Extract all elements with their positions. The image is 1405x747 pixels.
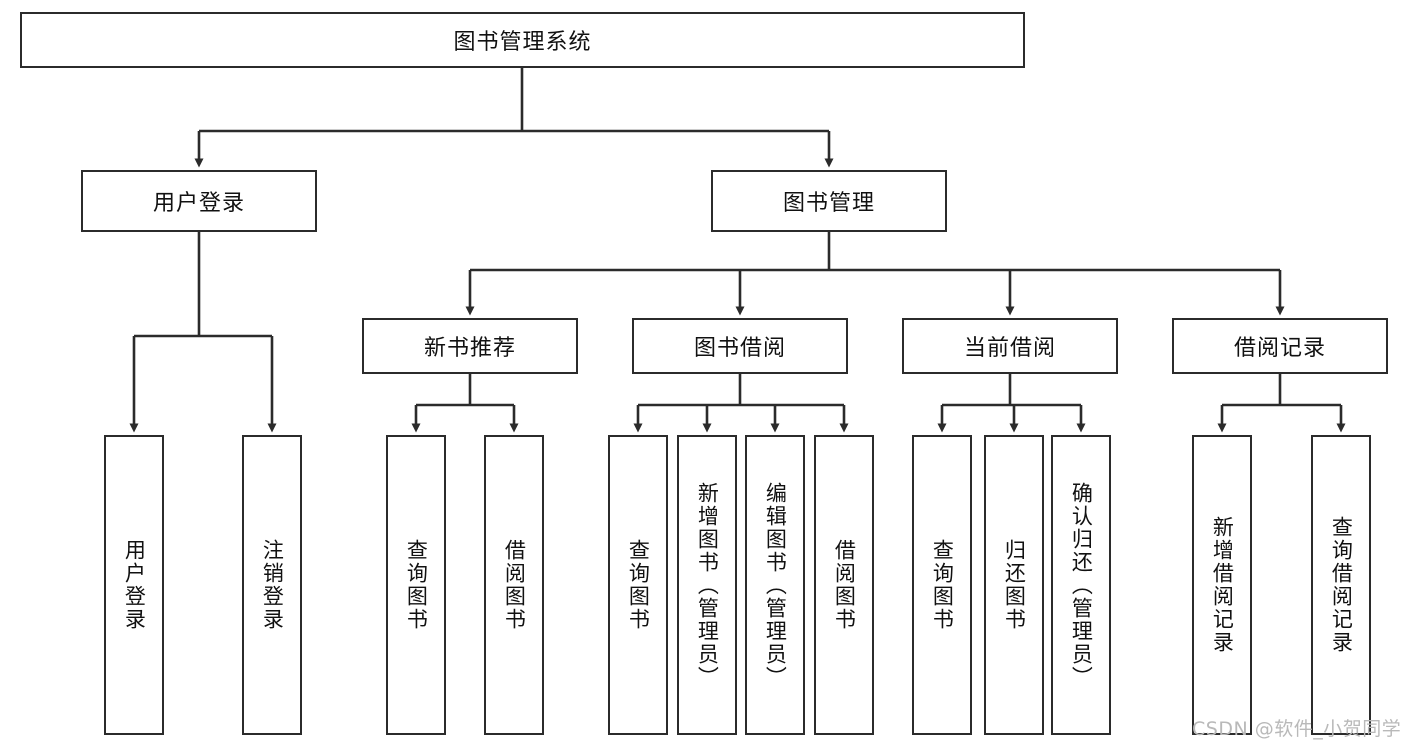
watermark-text: CSDN @软件_小贺同学 xyxy=(1192,718,1402,740)
node-label: 编辑图书（管理员） xyxy=(763,481,788,689)
node-label: 图书管理 xyxy=(782,191,875,216)
node-label: 借阅记录 xyxy=(1233,336,1326,361)
node-label: 查询图书 xyxy=(626,539,651,631)
leaf-logout[interactable]: 注销登录 xyxy=(242,435,302,735)
node-current-borrow[interactable]: 当前借阅 xyxy=(902,318,1118,374)
leaf-edit-book-admin[interactable]: 编辑图书（管理员） xyxy=(745,435,805,735)
node-label: 新书推荐 xyxy=(423,336,516,361)
leaf-query-book-current[interactable]: 查询图书 xyxy=(912,435,972,735)
leaf-return-book[interactable]: 归还图书 xyxy=(984,435,1044,735)
leaf-confirm-return-admin[interactable]: 确认归还（管理员） xyxy=(1051,435,1111,735)
leaf-add-book-admin[interactable]: 新增图书（管理员） xyxy=(677,435,737,735)
node-label: 图书借阅 xyxy=(693,336,786,361)
leaf-query-borrow-record[interactable]: 查询借阅记录 xyxy=(1311,435,1371,735)
node-label: 用户登录 xyxy=(122,539,147,631)
leaf-add-borrow-record[interactable]: 新增借阅记录 xyxy=(1192,435,1252,735)
leaf-borrow-book[interactable]: 借阅图书 xyxy=(814,435,874,735)
node-label: 当前借阅 xyxy=(963,336,1056,361)
node-root-system[interactable]: 图书管理系统 xyxy=(20,12,1025,68)
node-borrow-record[interactable]: 借阅记录 xyxy=(1172,318,1388,374)
leaf-query-book-new[interactable]: 查询图书 xyxy=(386,435,446,735)
leaf-borrow-book-new[interactable]: 借阅图书 xyxy=(484,435,544,735)
node-new-book-recommend[interactable]: 新书推荐 xyxy=(362,318,578,374)
node-label: 注销登录 xyxy=(260,539,285,631)
leaf-query-book-borrow[interactable]: 查询图书 xyxy=(608,435,668,735)
node-label: 借阅图书 xyxy=(832,539,857,631)
node-book-management[interactable]: 图书管理 xyxy=(711,170,947,232)
node-label: 用户登录 xyxy=(152,191,245,216)
node-label: 确认归还（管理员） xyxy=(1069,481,1094,689)
node-label: 查询图书 xyxy=(404,539,429,631)
leaf-user-login[interactable]: 用户登录 xyxy=(104,435,164,735)
node-label: 图书管理系统 xyxy=(453,30,592,55)
node-label: 查询图书 xyxy=(930,539,955,631)
node-book-borrow[interactable]: 图书借阅 xyxy=(632,318,848,374)
node-label: 借阅图书 xyxy=(502,539,527,631)
node-label: 归还图书 xyxy=(1002,539,1027,631)
node-label: 查询借阅记录 xyxy=(1329,516,1354,654)
node-label: 新增借阅记录 xyxy=(1210,516,1235,654)
node-user-login[interactable]: 用户登录 xyxy=(81,170,317,232)
node-label: 新增图书（管理员） xyxy=(695,481,720,689)
